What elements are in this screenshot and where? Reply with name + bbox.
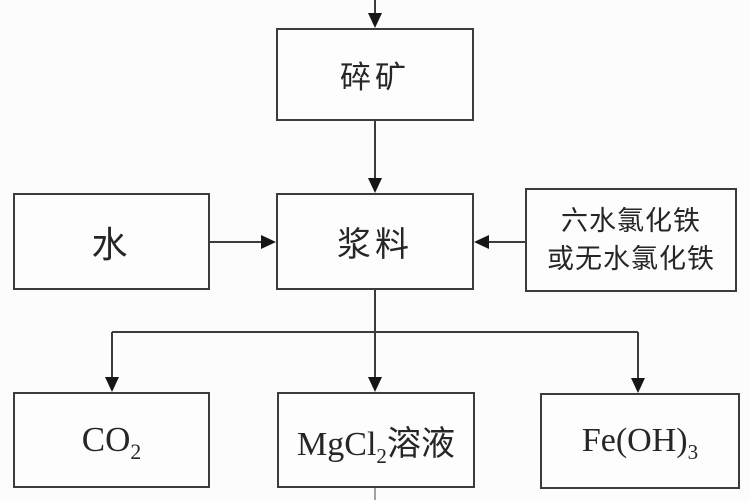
node-ferric-chloride: 六水氯化铁 或无水氯化铁 [525, 188, 737, 292]
arrow-into-crush-ore [368, 0, 382, 28]
node-mgcl2-solution-label: MgCl2溶液 [297, 416, 455, 468]
mgcl2-tail: 溶液 [386, 425, 455, 463]
mgcl2-subscript: 2 [376, 443, 387, 468]
node-co2-label: CO2 [81, 420, 141, 463]
co2-subscript: 2 [130, 440, 142, 464]
node-co2: CO2 [13, 392, 210, 488]
arrow-to-co2 [105, 332, 119, 392]
node-crush-ore: 碎矿 [276, 28, 474, 121]
feoh3-base: Fe(OH) [581, 422, 688, 459]
ferric-chloride-line1: 六水氯化铁 [561, 205, 701, 236]
arrow-crush-ore-to-slurry [368, 121, 382, 193]
node-mgcl2-solution: MgCl2溶液 [277, 392, 475, 488]
arrow-ferric-chloride-to-slurry [474, 235, 525, 249]
node-crush-ore-label: 碎矿 [340, 60, 410, 95]
ferric-chloride-line2: 或无水氯化铁 [547, 244, 715, 274]
node-water: 水 [13, 193, 210, 290]
mgcl2-base: MgCl [297, 425, 377, 463]
node-feoh3-label: Fe(OH)3 [581, 422, 698, 462]
node-feoh3: Fe(OH)3 [540, 393, 740, 489]
node-slurry-label: 浆料 [337, 227, 413, 264]
arrow-to-mgcl2-solution [368, 332, 382, 392]
node-water-label: 水 [91, 224, 132, 265]
co2-base: CO [81, 420, 131, 459]
node-slurry: 浆料 [276, 193, 474, 290]
arrow-to-feoh3 [631, 332, 645, 393]
arrow-water-to-slurry [210, 235, 276, 249]
feoh3-subscript: 3 [687, 439, 699, 464]
node-ferric-chloride-label: 六水氯化铁 或无水氯化铁 [547, 202, 715, 279]
branch-connector [112, 290, 638, 333]
